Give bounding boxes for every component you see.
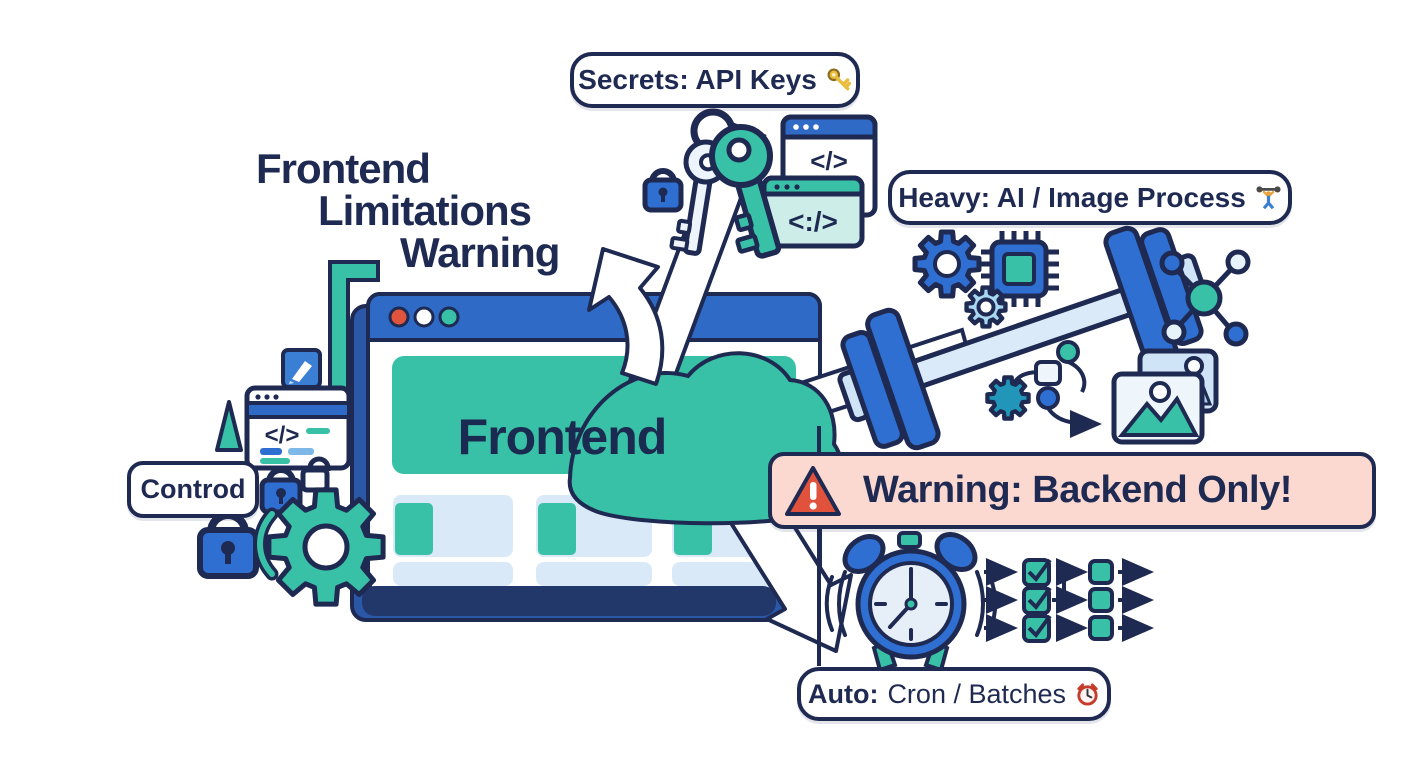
code-glyph-left: </> xyxy=(265,422,300,449)
code-window-left: </> xyxy=(244,385,352,471)
gear-small-teal xyxy=(987,377,1028,418)
frontend-hero-label: Frontend xyxy=(457,409,668,465)
teal-key xyxy=(709,124,782,259)
gear-large-teal xyxy=(269,490,383,604)
warning-triangle-icon xyxy=(785,465,841,516)
alarm-clock-emoji-icon xyxy=(1077,682,1098,706)
auto-callout: Auto: Cron / Batches xyxy=(797,667,1111,721)
control-callout-label: Controd xyxy=(140,474,246,504)
key-icon xyxy=(827,68,851,91)
headline-line-3: Warning xyxy=(400,229,560,276)
pencil-square-icon xyxy=(281,348,322,389)
headline-line-1: Frontend xyxy=(256,145,431,192)
molecule-icon xyxy=(1159,249,1251,347)
arrow-up-left xyxy=(587,247,665,386)
warning-banner: Warning: Backend Only! xyxy=(768,452,1376,529)
checklist-flow xyxy=(984,558,1154,643)
paren-shape xyxy=(253,507,279,581)
padlock-small-top xyxy=(642,168,684,213)
titlebar-dot-white xyxy=(413,306,435,328)
code-glyph-b: <:/> xyxy=(788,206,838,237)
code-glyph-a: </> xyxy=(810,146,848,176)
window-titlebar xyxy=(366,292,822,342)
window-footer xyxy=(362,586,776,616)
flowchart-doodle xyxy=(987,340,1102,438)
weightlifter-icon xyxy=(1256,186,1281,210)
alarm-clock xyxy=(824,531,998,673)
auto-callout-rest: Cron / Batches xyxy=(887,678,1067,709)
heavy-callout: Heavy: AI / Image Process xyxy=(888,170,1292,225)
secrets-callout-label: Secrets: API Keys xyxy=(578,64,817,95)
secrets-callout: Secrets: API Keys xyxy=(570,52,860,108)
code-window-b: <:/> xyxy=(761,175,865,249)
titlebar-dot-teal xyxy=(438,306,460,328)
heavy-callout-label: Heavy: AI / Image Process xyxy=(898,181,1246,213)
gear-small-lightblue xyxy=(967,288,1006,327)
padlock-open-icon xyxy=(300,456,331,493)
warning-banner-label: Warning: Backend Only! xyxy=(863,469,1292,511)
gear-blue xyxy=(915,232,979,296)
padlock-large xyxy=(197,511,259,579)
headline-line-2: Limitations xyxy=(318,187,532,234)
cone-icon xyxy=(215,400,243,452)
auto-callout-bold: Auto: xyxy=(807,678,879,709)
image-icons xyxy=(1111,348,1219,445)
control-callout: Controd xyxy=(127,461,259,518)
titlebar-dot-red xyxy=(388,306,410,328)
